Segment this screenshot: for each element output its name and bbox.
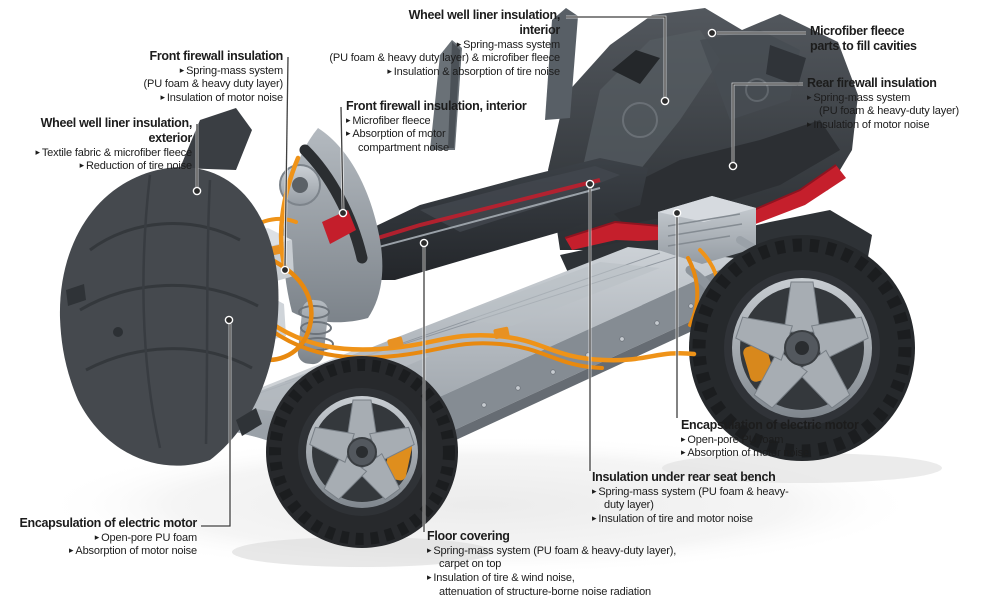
callout-bullet: ▸Spring-mass system (PU foam & heavy dut… xyxy=(143,64,284,91)
bullet-icon: ▸ xyxy=(94,531,100,542)
callout-bullet: ▸Absorption of motor noise xyxy=(681,447,809,460)
callout-bullet: ▸Reduction of tire noise xyxy=(79,160,193,173)
bullet-icon: ▸ xyxy=(346,128,351,139)
leader-dot xyxy=(224,315,234,325)
callout-title: Wheel well liner insulation, interior xyxy=(408,8,561,37)
callout-title: Floor covering xyxy=(427,529,510,543)
bullet-icon: ▸ xyxy=(427,544,432,555)
leader-dot xyxy=(338,208,348,218)
bullet-icon: ▸ xyxy=(69,545,74,556)
leader-dot xyxy=(672,208,682,218)
callout-title: Rear firewall insulation xyxy=(807,76,937,90)
callout-title: Encapsulation of electric motor xyxy=(19,516,197,530)
callout-title: Wheel well liner insulation, exterior xyxy=(40,116,193,145)
callout-bullet: ▸Insulation of tire & wind noise, attenu… xyxy=(427,572,652,598)
leader-dot xyxy=(419,238,429,248)
wheel-well-liner xyxy=(59,108,279,466)
callout-bullet: ▸Spring-mass system (PU foam & heavy-dut… xyxy=(427,544,677,571)
callout-encapsulation-electric-motor-rear: Encapsulation of electric motor ▸Open-po… xyxy=(681,418,901,461)
callout-bullet: ▸Insulation of tire and motor noise xyxy=(592,513,753,525)
bullet-icon: ▸ xyxy=(592,513,597,523)
leader-dot xyxy=(728,161,738,171)
callout-wheel-well-liner-exterior: Wheel well liner insulation, exterior ▸T… xyxy=(4,116,192,174)
bullet-icon: ▸ xyxy=(179,64,185,75)
callout-floor-covering: Floor covering ▸Spring-mass system (PU f… xyxy=(427,529,717,599)
bullet-icon: ▸ xyxy=(160,92,166,102)
callout-bullet: ▸Absorption of motor compartment noise xyxy=(346,128,449,154)
front-firewall xyxy=(279,128,383,323)
callout-bullet: ▸Spring-mass system (PU foam & heavy- du… xyxy=(592,485,789,512)
bullet-icon: ▸ xyxy=(681,447,686,458)
front-wheel xyxy=(266,356,458,548)
callout-title: Insulation under rear seat bench xyxy=(592,470,776,484)
bullet-icon: ▸ xyxy=(35,146,40,157)
callout-bullet: ▸Spring-mass system (PU foam & heavy-dut… xyxy=(807,91,960,118)
callout-bullet: ▸Textile fabric & microfiber fleece xyxy=(35,146,192,159)
bullet-icon: ▸ xyxy=(456,38,462,49)
callout-title: Front firewall insulation, interior xyxy=(346,99,527,113)
body-pillars xyxy=(430,8,578,150)
rear-wheel xyxy=(689,235,915,461)
callout-title: Microfiber fleece parts to fill cavities xyxy=(810,24,917,53)
callout-bullet: ▸Insulation & absorption of tire noise xyxy=(387,65,560,78)
callout-bullet: ▸Absorption of motor noise xyxy=(69,545,197,558)
callout-bullet: ▸Spring-mass system (PU foam & heavy dut… xyxy=(329,38,560,65)
bullet-icon: ▸ xyxy=(427,572,432,582)
leader-lines xyxy=(192,15,806,532)
callout-bullet: ▸Microfiber fleece xyxy=(346,114,431,127)
callout-bullet: ▸Open-pore PU foam xyxy=(94,531,197,544)
callout-wheel-well-liner-interior: Wheel well liner insulation, interior ▸S… xyxy=(290,8,560,79)
ground-shadow xyxy=(40,435,942,575)
callout-title: Encapsulation of electric motor xyxy=(681,418,859,432)
callout-bullet: ▸Insulation of motor noise xyxy=(160,92,284,104)
leader-dot xyxy=(192,186,202,196)
bullet-icon: ▸ xyxy=(592,485,597,496)
bullet-icon: ▸ xyxy=(807,119,812,129)
leader-dot xyxy=(280,265,290,275)
callout-front-firewall-insulation-interior: Front firewall insulation, interior ▸Mic… xyxy=(346,99,566,156)
callout-rear-firewall-insulation: Rear firewall insulation ▸Spring-mass sy… xyxy=(807,76,997,133)
callout-bullet: ▸Insulation of motor noise xyxy=(807,119,930,131)
callout-front-firewall-insulation: Front firewall insulation ▸Spring-mass s… xyxy=(123,49,284,106)
leader-dot xyxy=(660,96,670,106)
bullet-icon: ▸ xyxy=(346,114,351,125)
callout-title: Front firewall insulation xyxy=(149,49,284,63)
bullet-icon: ▸ xyxy=(807,91,812,102)
callout-encapsulation-electric-motor-front: Encapsulation of electric motor ▸Open-po… xyxy=(2,516,197,559)
leader-dot xyxy=(585,179,595,189)
callout-insulation-under-rear-seat-bench: Insulation under rear seat bench ▸Spring… xyxy=(592,470,822,527)
bullet-icon: ▸ xyxy=(79,160,85,171)
callout-bullet: ▸Open-pore PU foam xyxy=(681,433,784,446)
leader-dot xyxy=(707,28,717,38)
bullet-icon: ▸ xyxy=(681,433,686,444)
callout-microfiber-fleece-parts: Microfiber fleece parts to fill cavities xyxy=(810,24,960,55)
bullet-icon: ▸ xyxy=(387,65,392,76)
